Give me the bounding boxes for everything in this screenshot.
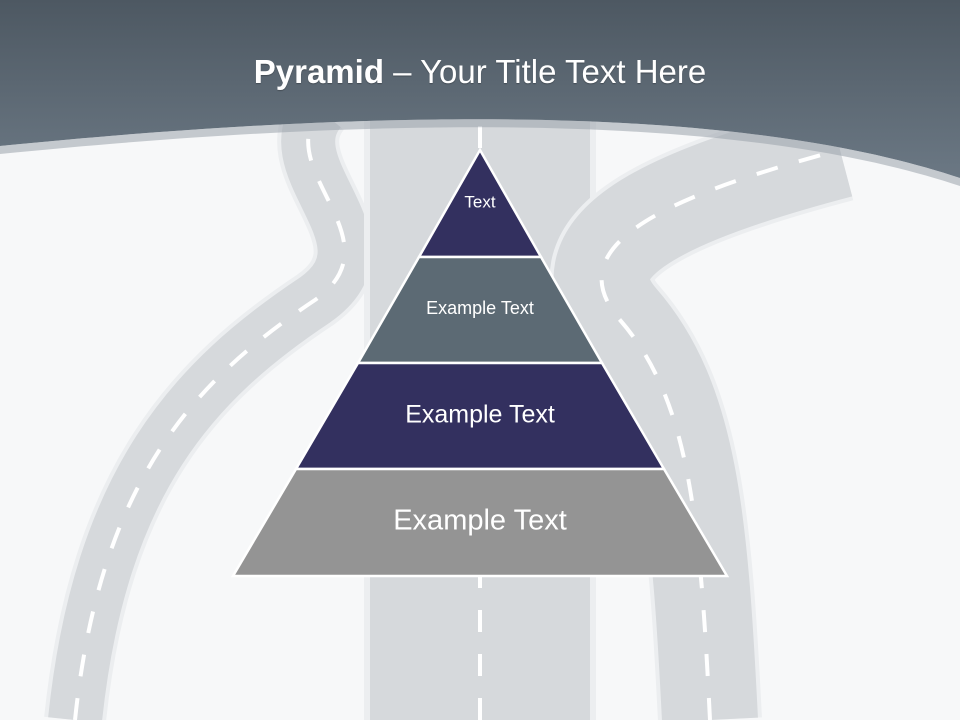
header-arc-shadow (0, 119, 960, 186)
pyramid-level-1-label: Text (464, 192, 495, 211)
pyramid-level-1: Text (416, 147, 544, 259)
pyramid-level-2-label: Example Text (426, 298, 534, 318)
title-bold: Pyramid (253, 53, 384, 90)
pyramid-level-3-label: Example Text (405, 401, 555, 429)
pyramid-level-3: Example Text (293, 361, 667, 471)
slide-title: Pyramid – Your Title Text Here (0, 50, 960, 94)
pyramid-level-4-shape (230, 467, 730, 578)
pyramid-level-2: Example Text (355, 255, 605, 365)
pyramid-level-4: Example Text (230, 467, 730, 578)
title-rest: – Your Title Text Here (383, 53, 707, 90)
pyramid-level-4-label: Example Text (393, 505, 567, 537)
road-left (44, 90, 376, 720)
header-band (0, 0, 960, 178)
